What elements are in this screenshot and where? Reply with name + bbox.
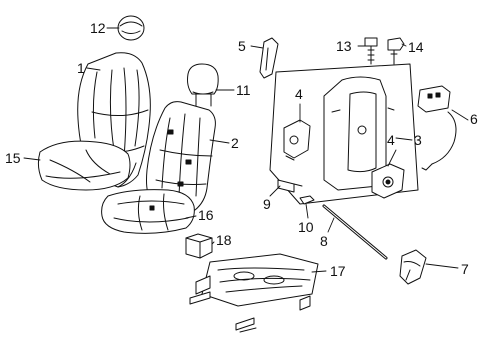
part-4-recliner-left [284,120,310,160]
part-10-spacer [300,196,314,204]
part-12-headrest-cap [118,16,144,40]
callout-1: 1 [77,60,85,76]
callout-2: 2 [231,135,239,151]
part-2-seatback-pad [147,102,216,210]
part-5-bracket [260,38,278,78]
callout-5: 5 [238,38,246,54]
callout-16: 16 [198,207,214,223]
callout-11: 11 [236,82,251,98]
callout-13: 13 [336,38,352,54]
part-8-rod [324,206,386,258]
part-9-pin [278,180,302,192]
part-15-cushion-cover [38,141,130,190]
part-14-guide [388,38,404,64]
part-13-bolt [365,38,377,64]
callout-6: 6 [470,111,478,127]
part-18-motor [186,234,212,258]
part-17-seat-track [190,254,318,332]
callout-10: 10 [298,219,314,235]
leader-lines [23,27,469,273]
callout-18: 18 [216,232,232,248]
callout-7: 7 [461,261,469,277]
callout-8: 8 [320,233,328,249]
callout-3: 3 [414,132,422,148]
callout-14: 14 [408,39,424,55]
part-11-headrest [188,64,219,106]
callout-9: 9 [263,196,271,212]
callout-15: 15 [5,150,21,166]
part-7-motor [400,250,426,284]
part-4-recliner-right [372,164,404,198]
callout-4a: 4 [295,86,303,102]
part-3-seatback-frame [324,77,394,190]
callout-4b: 4 [387,132,395,148]
callout-17: 17 [330,263,346,279]
part-6-harness [418,86,456,170]
part-3-frame-box [270,64,418,204]
part-16-cushion-pad [102,190,195,234]
callout-12: 12 [90,20,106,36]
